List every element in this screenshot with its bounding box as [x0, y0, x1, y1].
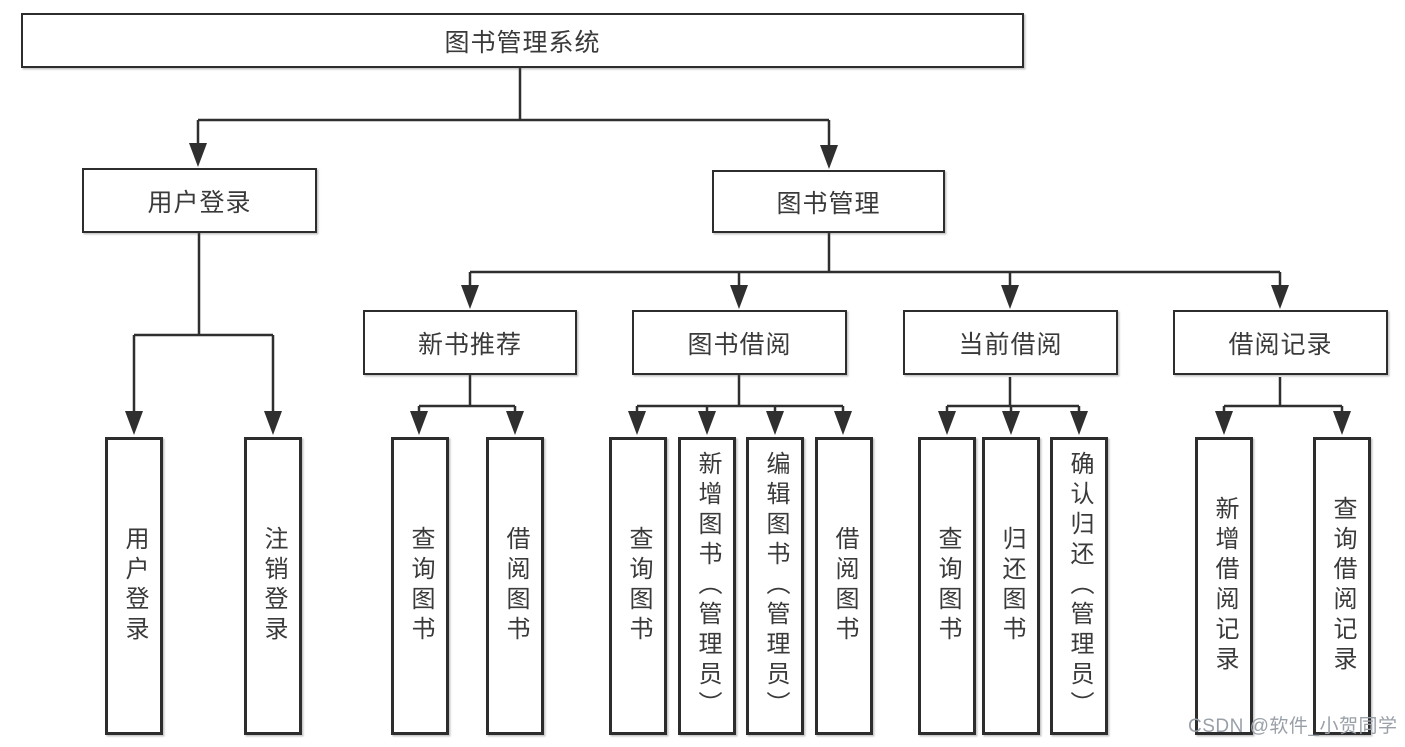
arrowhead — [628, 411, 646, 435]
leaf-user-login-label: 用户登录 — [121, 526, 148, 646]
leaf-query-book-3-label: 查询图书 — [934, 526, 961, 646]
leaf-add-book-admin: 新增图书（管理员） — [678, 437, 736, 735]
node-user-login-label: 用户登录 — [147, 188, 252, 217]
arrowhead — [834, 411, 852, 435]
arrowhead — [189, 143, 207, 167]
arrowhead — [730, 285, 748, 309]
leaf-add-book-admin-label: 新增图书（管理员） — [694, 451, 721, 721]
arrowhead — [1002, 411, 1020, 435]
node-user-login: 用户登录 — [82, 168, 317, 233]
leaf-query-book-2: 查询图书 — [609, 437, 667, 735]
arrowhead — [1001, 285, 1019, 309]
node-book-borrow: 图书借阅 — [632, 310, 847, 375]
node-borrow-record-label: 借阅记录 — [1228, 330, 1333, 359]
node-current-borrow-label: 当前借阅 — [958, 330, 1063, 359]
leaf-borrow-book-2-label: 借阅图书 — [831, 526, 858, 646]
leaf-user-login: 用户登录 — [105, 437, 163, 735]
arrowhead — [264, 411, 282, 435]
leaf-return-book: 归还图书 — [982, 437, 1040, 735]
leaf-query-book-3: 查询图书 — [918, 437, 976, 735]
leaf-confirm-return-admin-label: 确认归还（管理员） — [1066, 451, 1093, 721]
leaf-return-book-label: 归还图书 — [998, 526, 1025, 646]
node-new-book-recommend-label: 新书推荐 — [417, 330, 522, 359]
leaf-logout: 注销登录 — [244, 437, 302, 735]
node-new-book-recommend: 新书推荐 — [363, 310, 577, 375]
node-root-label: 图书管理系统 — [444, 28, 601, 57]
leaf-query-book-2-label: 查询图书 — [625, 526, 652, 646]
leaf-edit-book-admin-label: 编辑图书（管理员） — [762, 451, 789, 721]
arrowhead — [461, 285, 479, 309]
leaf-edit-book-admin: 编辑图书（管理员） — [746, 437, 804, 735]
arrowhead — [1271, 285, 1289, 309]
leaf-logout-label: 注销登录 — [260, 526, 287, 646]
leaf-query-borrow-record-label: 查询借阅记录 — [1329, 496, 1356, 676]
leaf-add-borrow-record-label: 新增借阅记录 — [1211, 496, 1238, 676]
node-current-borrow: 当前借阅 — [903, 310, 1118, 375]
node-root: 图书管理系统 — [21, 13, 1024, 68]
arrowhead — [1333, 411, 1351, 435]
leaf-add-borrow-record: 新增借阅记录 — [1195, 437, 1253, 735]
node-book-management: 图书管理 — [712, 170, 945, 233]
leaf-query-book-1: 查询图书 — [391, 437, 449, 735]
arrowhead — [698, 411, 716, 435]
leaf-borrow-book-1: 借阅图书 — [486, 437, 544, 735]
arrowhead — [1070, 411, 1088, 435]
node-borrow-record: 借阅记录 — [1173, 310, 1388, 375]
arrowhead — [938, 411, 956, 435]
leaf-query-book-1-label: 查询图书 — [407, 526, 434, 646]
arrowhead — [125, 411, 143, 435]
arrowhead — [410, 411, 428, 435]
leaf-borrow-book-1-label: 借阅图书 — [502, 526, 529, 646]
arrowhead — [766, 411, 784, 435]
leaf-borrow-book-2: 借阅图书 — [815, 437, 873, 735]
leaf-confirm-return-admin: 确认归还（管理员） — [1050, 437, 1108, 735]
arrowhead — [820, 145, 838, 169]
node-book-borrow-label: 图书借阅 — [687, 330, 792, 359]
leaf-query-borrow-record: 查询借阅记录 — [1313, 437, 1371, 735]
arrowhead — [1215, 411, 1233, 435]
node-book-management-label: 图书管理 — [776, 189, 881, 218]
arrowhead — [506, 411, 524, 435]
csdn-watermark: CSDN @软件_小贺同学 — [1188, 716, 1398, 737]
